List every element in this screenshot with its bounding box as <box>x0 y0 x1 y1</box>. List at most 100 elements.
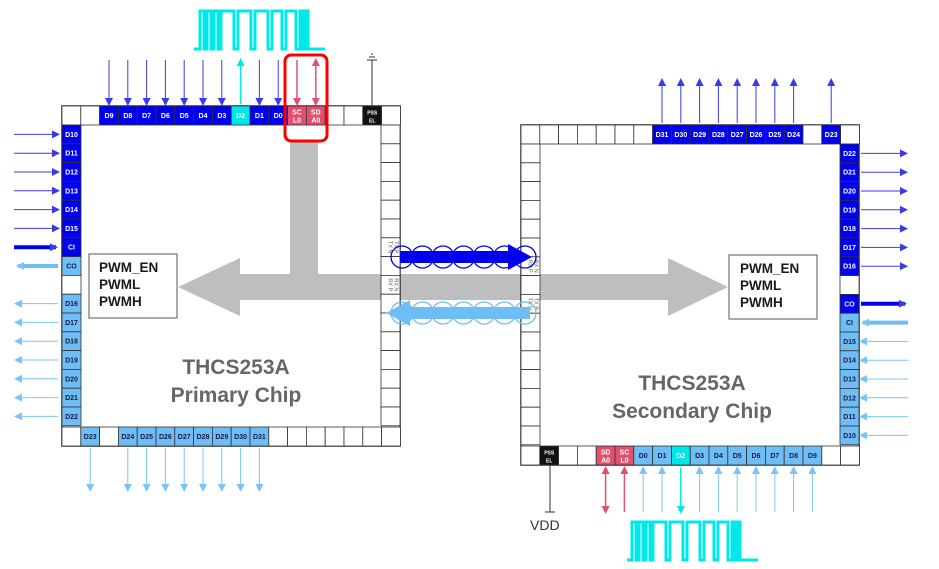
pin-label: SD <box>311 110 321 117</box>
pin-cell <box>577 445 597 466</box>
pin-cell <box>520 143 541 164</box>
pin-label-line2: L0 <box>293 118 301 125</box>
pin-label: D26 <box>159 434 172 441</box>
pin-cell <box>821 445 841 466</box>
pin-label: D1 <box>255 113 264 120</box>
secondary-bottom-pin-empty <box>840 445 860 466</box>
pin-label-line2: EL <box>546 459 552 465</box>
primary-right-pin-empty <box>380 162 401 182</box>
secondary-pin-d22: D22 <box>839 143 860 164</box>
primary-pin-d15: D15 <box>61 218 82 239</box>
pin-cell <box>362 426 382 447</box>
pin-label: D1 <box>658 453 667 460</box>
pin-label: D10 <box>843 433 856 440</box>
primary-bottom-pin-empty <box>362 426 382 447</box>
primary-bottom-pin-empty <box>305 426 326 447</box>
secondary-pwm-box <box>728 254 818 320</box>
pin-cell <box>520 425 541 446</box>
pin-label: D5 <box>733 453 742 460</box>
pin-cell <box>840 445 860 466</box>
pin-label: D2 <box>236 113 245 120</box>
pin-cell <box>633 124 653 145</box>
pin-label: D2 <box>676 453 685 460</box>
primary-pin-d6: D6 <box>155 105 176 126</box>
pin-cell <box>520 331 541 352</box>
secondary-d2-waveform <box>627 520 758 562</box>
pin-label: D28 <box>712 132 725 139</box>
pin-label: D27 <box>731 132 744 139</box>
tx-arrow-primary-to-secondary <box>400 244 532 270</box>
secondary-pin-d25: D25 <box>765 124 785 145</box>
pin-label: PSS <box>544 451 555 457</box>
primary-pin-d2: D2 <box>230 105 251 126</box>
secondary-top-pin-empty <box>802 124 823 145</box>
secondary-pin-d27: D27 <box>727 124 747 145</box>
pin-cell <box>614 124 635 145</box>
pin-label: SC <box>620 450 630 457</box>
pin-cell <box>380 124 401 145</box>
secondary-pin-d11: D11 <box>839 406 860 427</box>
pin-label: D11 <box>65 151 78 158</box>
pin-cell <box>268 426 288 447</box>
pin-label: CI <box>846 320 853 327</box>
pin-cell <box>539 124 559 145</box>
primary-pin-d28: D28 <box>193 426 213 447</box>
secondary-pwml: PWML <box>740 278 781 293</box>
secondary-left-pin-empty <box>520 369 541 389</box>
primary-pin-co: CO <box>61 256 82 276</box>
pin-label: D25 <box>140 434 153 441</box>
pin-label: D18 <box>843 226 856 233</box>
secondary-chip-title: THCS253A <box>638 372 745 395</box>
pin-cell <box>520 181 541 201</box>
primary-pin-d12: D12 <box>61 162 82 182</box>
primary-right-pin-empty <box>380 143 401 164</box>
secondary-pin-d17: D17 <box>839 237 860 258</box>
secondary-left-pin-empty <box>520 143 541 164</box>
secondary-pin-d18: D18 <box>839 218 860 239</box>
secondary-pin-d20: D20 <box>839 181 860 201</box>
pin-label: D20 <box>843 189 856 196</box>
primary-right-pin-empty <box>380 218 401 239</box>
pin-label: D17 <box>843 245 856 252</box>
pin-label: D31 <box>253 434 266 441</box>
pin-label: D0 <box>639 453 648 460</box>
primary-pin-d22: D22 <box>61 406 82 427</box>
secondary-psel-vdd <box>545 465 555 513</box>
pin-cell <box>520 445 541 466</box>
pin-label: D16 <box>65 301 78 308</box>
pin-label: D19 <box>65 358 78 365</box>
pin-label: D8 <box>789 453 798 460</box>
primary-right-pin-empty <box>380 256 401 276</box>
pin-cell <box>380 180 401 201</box>
secondary-left-pin-empty <box>520 199 541 220</box>
primary-pwmh: PWMH <box>99 294 142 309</box>
pin-label: D4 <box>714 453 723 460</box>
secondary-top-pin-empty <box>558 124 578 145</box>
primary-bottom-pin-empty <box>99 426 119 447</box>
pin-cell <box>802 124 823 145</box>
secondary-pin-d29: D29 <box>689 124 710 145</box>
primary-pin-d30: D30 <box>230 426 251 447</box>
pin-label: D21 <box>843 170 856 177</box>
primary-pin-d19: D19 <box>61 350 82 370</box>
primary-pin-d8: D8 <box>118 105 138 126</box>
primary-right-pin-empty <box>380 406 401 427</box>
secondary-chip-subtitle: Secondary Chip <box>612 400 772 423</box>
pin-label: D16 <box>843 264 856 271</box>
pin-label: D22 <box>65 414 78 421</box>
primary-pin-d23: D23 <box>80 426 101 447</box>
primary-pin-d4: D4 <box>193 105 213 126</box>
pin-cell <box>840 124 860 145</box>
primary-right-pin-empty <box>380 124 401 145</box>
pin-label: D8 <box>123 113 132 120</box>
primary-pin-d25: D25 <box>136 426 157 447</box>
pin-label-line2: A0 <box>601 458 610 465</box>
pin-cell <box>380 368 401 389</box>
secondary-pwmh: PWMH <box>740 295 783 310</box>
pin-cell <box>380 143 401 164</box>
